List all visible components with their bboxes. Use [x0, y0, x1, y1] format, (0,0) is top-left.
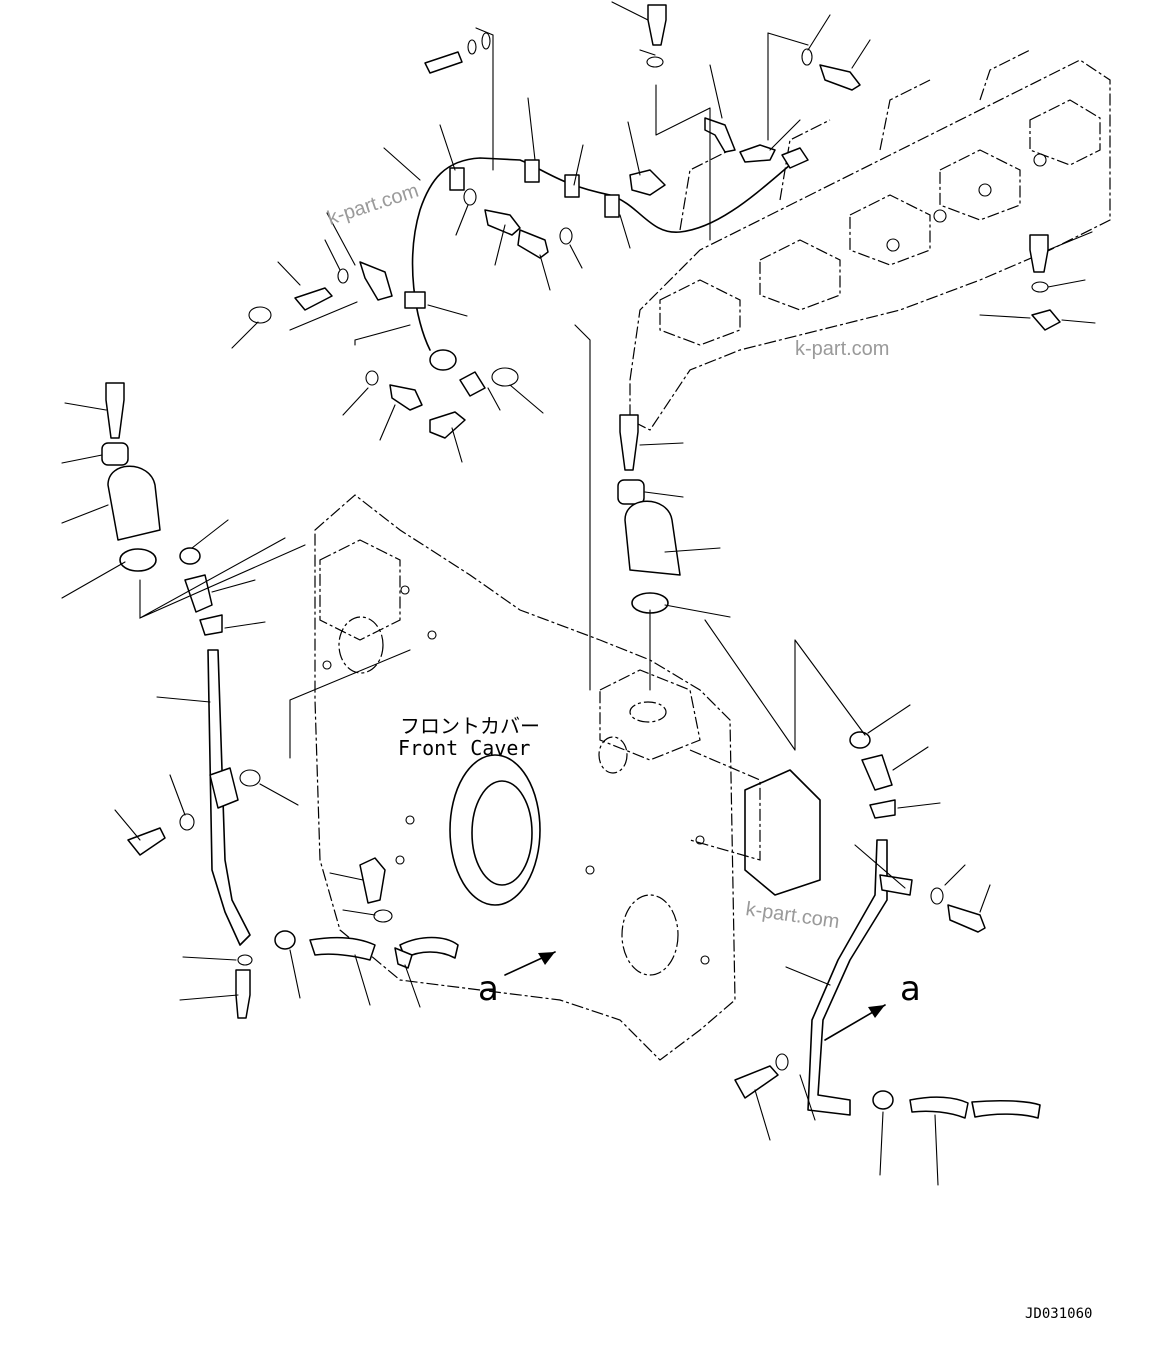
upper-fasteners — [248, 4, 1061, 439]
leader-lines — [61, 1, 1096, 1186]
front-cover — [314, 494, 821, 1061]
cylinder-head — [629, 49, 1111, 431]
watermark-top: k-part.com — [325, 180, 422, 230]
front-cover-label-en: Front Caver — [398, 736, 530, 760]
watermark-right: k-part.com — [795, 338, 889, 360]
right-thermostat-assembly — [617, 414, 1041, 1119]
left-thermostat-assembly — [101, 382, 459, 1019]
sensor-harness — [404, 147, 809, 397]
view-a-label-right: a — [900, 969, 921, 1009]
drawing-number: JD031060 — [1025, 1306, 1092, 1322]
view-a-label-left: a — [478, 969, 499, 1009]
view-a-arrows — [504, 951, 886, 1041]
front-cover-label-jp: フロントカバー — [400, 714, 540, 738]
watermark-center: k-part.com — [744, 898, 841, 933]
